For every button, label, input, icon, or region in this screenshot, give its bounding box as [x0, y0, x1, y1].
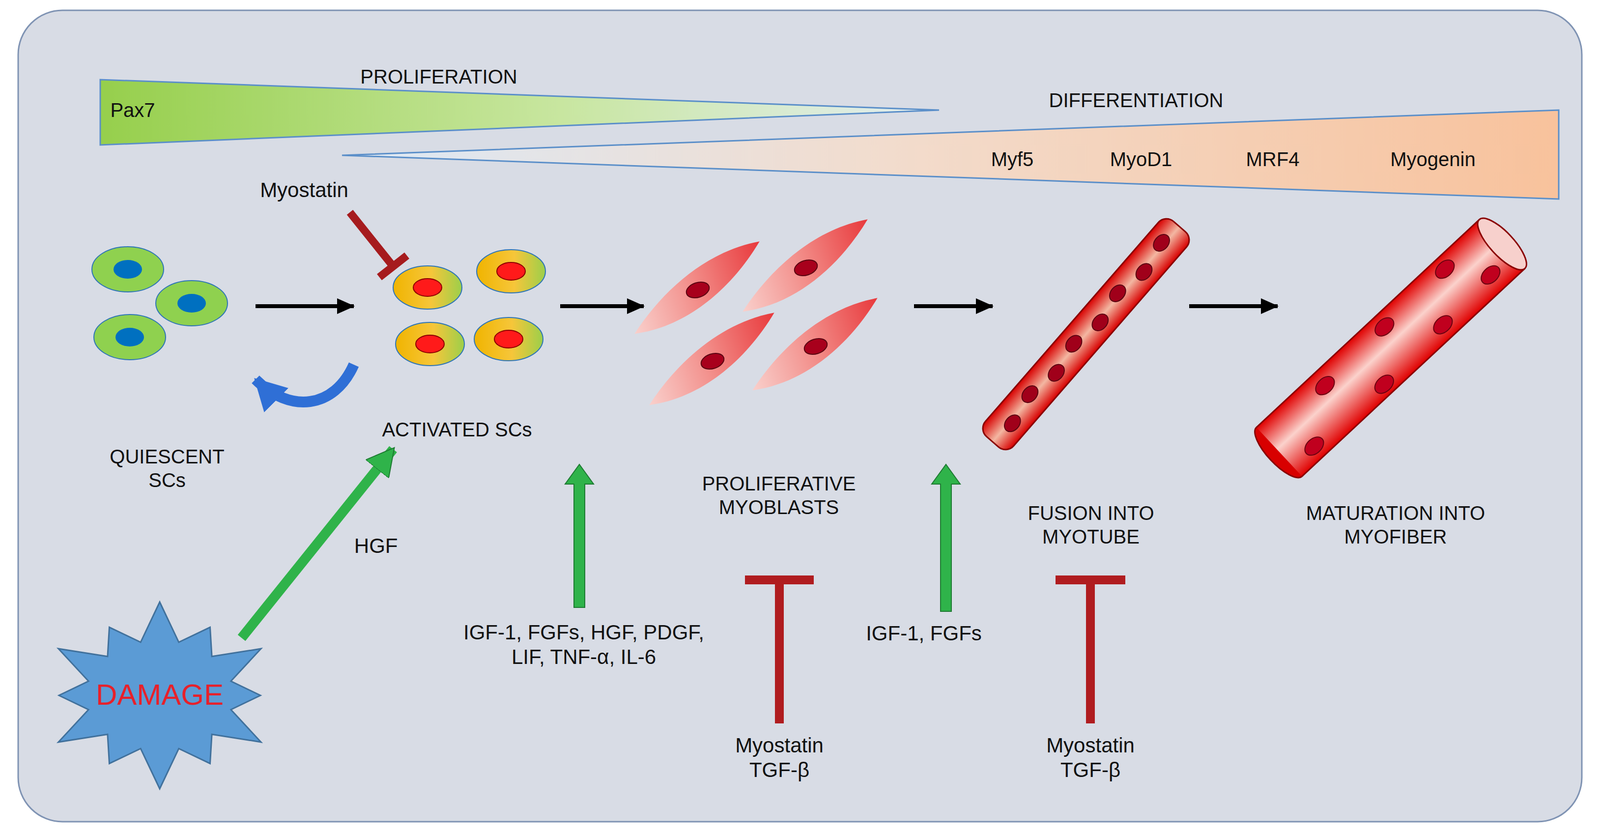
band-heading: PROLIFERATION: [335, 64, 543, 89]
quiescent-cells: [91, 246, 228, 360]
stage-label: MATURATION INTO MYOFIBER: [1285, 501, 1507, 549]
edge-arrow: [1189, 304, 1278, 309]
background-panel: [18, 10, 1582, 822]
node-text: DAMAGE: [85, 677, 234, 713]
myofiber: [1247, 211, 1534, 485]
inhibitor-label: Myostatin TGF-β: [722, 733, 836, 783]
node-shape: [334, 83, 1568, 207]
stage-activated: ACTIVATED SCs: [353, 235, 561, 450]
edge-arrow: [560, 304, 644, 309]
edge-arrow: [255, 304, 354, 309]
damage-star: DAMAGE: [39, 599, 281, 792]
edge-label: HGF: [354, 533, 399, 559]
node-text: Myf5: [972, 147, 1052, 172]
myoblasts: [619, 218, 894, 408]
growth-factor-list: IGF-1, FGFs: [855, 621, 993, 646]
myotube: [978, 214, 1194, 455]
inhibitor-fusion: [1055, 579, 1126, 724]
stage-quiescent: QUIESCENT SCs: [78, 235, 256, 500]
differentiation-wedge: DIFFERENTIATION Myf5 MyoD1 MRF4 Myogenin: [334, 83, 1568, 207]
regulator-label: Myostatin: [245, 177, 364, 203]
inhibitor-label: Myostatin TGF-β: [1033, 733, 1147, 783]
growth-factor-list: IGF-1, FGFs, HGF, PDGF, LIF, TNF-α, IL-6: [453, 620, 715, 670]
stage-myofiber: MATURATION INTO MYOFIBER: [1277, 216, 1514, 557]
node-text: Myogenin: [1373, 147, 1492, 172]
stage-myoblasts: PROLIFERATIVE MYOBLASTS: [643, 226, 915, 527]
stage-myotube: FUSION INTO MYOTUBE: [992, 206, 1190, 557]
stage-label: QUIESCENT SCs: [100, 444, 234, 492]
node-text: MRF4: [1230, 147, 1315, 172]
stage-label: PROLIFERATIVE MYOBLASTS: [675, 471, 883, 519]
stimulus-arrow: [565, 464, 961, 612]
inhibitor-top: [349, 212, 407, 278]
edge-arrow: [914, 304, 993, 309]
node-text: MyoD1: [1096, 147, 1186, 172]
stage-label: FUSION INTO MYOTUBE: [997, 501, 1185, 549]
edge-arrow: [255, 364, 354, 402]
band-heading: DIFFERENTIATION: [1018, 88, 1255, 113]
activated-cells: [393, 249, 546, 366]
inhibitor-proliferation: [744, 579, 814, 724]
stage-label: ACTIVATED SCs: [380, 417, 534, 442]
node-text: Pax7: [98, 98, 168, 122]
